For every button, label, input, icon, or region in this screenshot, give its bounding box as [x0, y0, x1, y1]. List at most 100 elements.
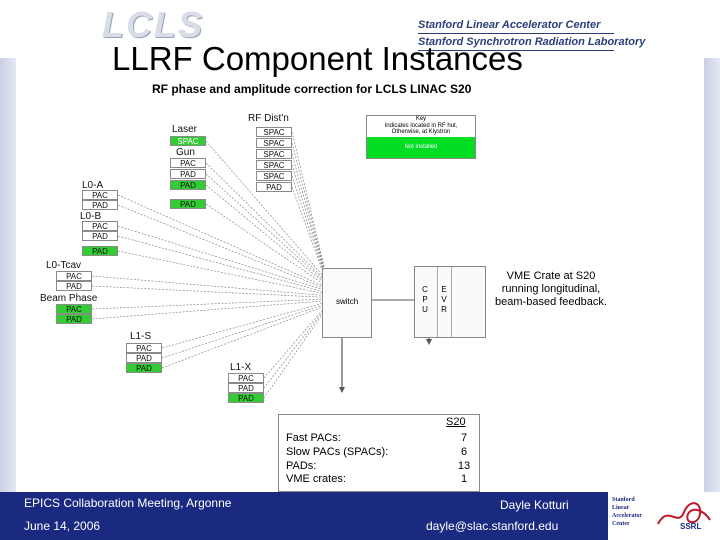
connection-line: [291, 164, 325, 272]
logo-line: Linear: [612, 505, 630, 511]
label-rf-distn: RF Dist'n: [248, 113, 289, 124]
gun-box: PAD: [170, 169, 206, 179]
connection-line: [117, 225, 325, 291]
connection-line: [205, 184, 325, 283]
l1x-box: PAD: [228, 393, 264, 403]
switch-box: [322, 268, 372, 338]
connection-line: [291, 131, 325, 267]
lcls-logo: LCLS: [102, 4, 204, 45]
label-laser: Laser: [172, 124, 198, 135]
label-l1s: L1-S: [130, 331, 152, 342]
l1x-box: PAC: [228, 373, 264, 383]
left-border: [0, 58, 16, 494]
l1s-box: PAD: [126, 363, 162, 373]
gun-box: PAC: [170, 158, 206, 168]
rf-distn-box: SPAC: [256, 127, 292, 137]
header-rule: [418, 50, 614, 51]
evr-letter: V: [441, 295, 447, 304]
evr-letter: R: [441, 305, 447, 314]
header-rule: [418, 33, 614, 34]
cpu-letter: P: [422, 295, 428, 304]
label-l0a: L0-A: [82, 180, 104, 191]
summary-value: 7: [460, 432, 468, 444]
summary-value: 6: [460, 446, 468, 458]
ssrl-logo-text: SSRL: [680, 522, 702, 531]
connection-line: [91, 275, 325, 296]
l0b-box: PAD: [82, 246, 118, 256]
connection-line: [161, 304, 325, 359]
footer-email: dayle@slac.stanford.edu: [426, 519, 559, 533]
label-beam-phase: Beam Phase: [40, 293, 98, 304]
rf-distn-box: SPAC: [256, 160, 292, 170]
slac-logo-swirl-icon: [657, 502, 711, 525]
label-l0b: L0-B: [80, 211, 102, 222]
cpu-letter: U: [422, 305, 428, 314]
l1s-box: PAD: [126, 353, 162, 363]
lab-name-ssrl: Stanford Synchrotron Radiation Laborator…: [418, 36, 646, 48]
gun-box: PAD: [170, 180, 206, 190]
l0b-box: PAC: [82, 221, 118, 231]
l0tcav-box: PAD: [56, 281, 92, 291]
gun-box: PAD: [170, 199, 206, 209]
summary-value: 1: [460, 473, 468, 485]
lab-name-slac: Stanford Linear Accelerator Center: [418, 19, 601, 31]
logo-line: Center: [612, 521, 630, 527]
key-installed-text: Indicates located in RF hut, Otherwise, …: [384, 123, 458, 135]
slac-logo-text: Stanford Linear Accelerator Center: [612, 496, 656, 528]
l0tcav-box: PAC: [56, 271, 92, 281]
connection-line: [205, 203, 325, 285]
cpu-letter: C: [422, 285, 428, 294]
crate-slot-divider: [437, 267, 438, 337]
rf-distn-box: SPAC: [256, 171, 292, 181]
rf-distn-box: PAD: [256, 182, 292, 192]
connection-line: [263, 309, 325, 389]
l0a-box: PAD: [82, 200, 118, 210]
slac-logo: Stanford Linear Accelerator Center SSRL: [608, 492, 720, 540]
logo-line: Accelerator: [612, 513, 642, 519]
connection-line: [291, 153, 325, 270]
summary-label: Fast PACs:: [286, 432, 341, 444]
connection-line: [291, 186, 325, 276]
connection-line: [91, 300, 325, 320]
connection-line: [91, 285, 325, 298]
l0b-box: PAD: [82, 231, 118, 241]
laser-box: SPAC: [170, 136, 206, 146]
logo-line: Stanford: [612, 497, 635, 503]
connection-line: [291, 142, 325, 268]
rf-distn-box: SPAC: [256, 149, 292, 159]
footer-author: Dayle Kotturi: [500, 498, 569, 512]
l1s-box: PAC: [126, 343, 162, 353]
label-l1x: L1-X: [230, 362, 252, 373]
l0a-box: PAC: [82, 190, 118, 200]
summary-label: Slow PACs (SPACs):: [286, 446, 389, 458]
crate-description: VME Crate at S20 running longitudinal, b…: [495, 270, 607, 308]
crate-slot-divider: [451, 267, 452, 337]
label-l0tcav: L0-Tcav: [46, 260, 82, 271]
connection-line: [263, 308, 325, 379]
connection-line: [291, 175, 325, 274]
connection-line: [117, 235, 325, 293]
diagram-subtitle: RF phase and amplitude correction for LC…: [152, 82, 472, 96]
connection-line: [117, 250, 325, 294]
summary-header: S20: [446, 416, 466, 428]
connection-line: [263, 311, 325, 399]
connection-line: [205, 162, 325, 280]
l1x-box: PAD: [228, 383, 264, 393]
legend-key: Key Indicates located in RF hut, Otherwi…: [366, 115, 476, 159]
summary-label: PADs:: [286, 460, 317, 472]
connection-line: [117, 204, 325, 289]
connection-line: [161, 302, 325, 349]
slide-title: LLRF Component Instances: [112, 40, 523, 77]
label-gun: Gun: [176, 147, 195, 158]
beam-phase-box: PAD: [56, 314, 92, 324]
right-border: [704, 58, 720, 494]
evr-letter: E: [441, 285, 447, 294]
vme-crate: C P U E V R: [414, 266, 486, 338]
rf-distn-box: SPAC: [256, 138, 292, 148]
connection-line: [91, 298, 325, 310]
footer-date: June 14, 2006: [24, 519, 101, 533]
switch-label: switch: [336, 297, 359, 306]
connection-line: [117, 194, 325, 287]
